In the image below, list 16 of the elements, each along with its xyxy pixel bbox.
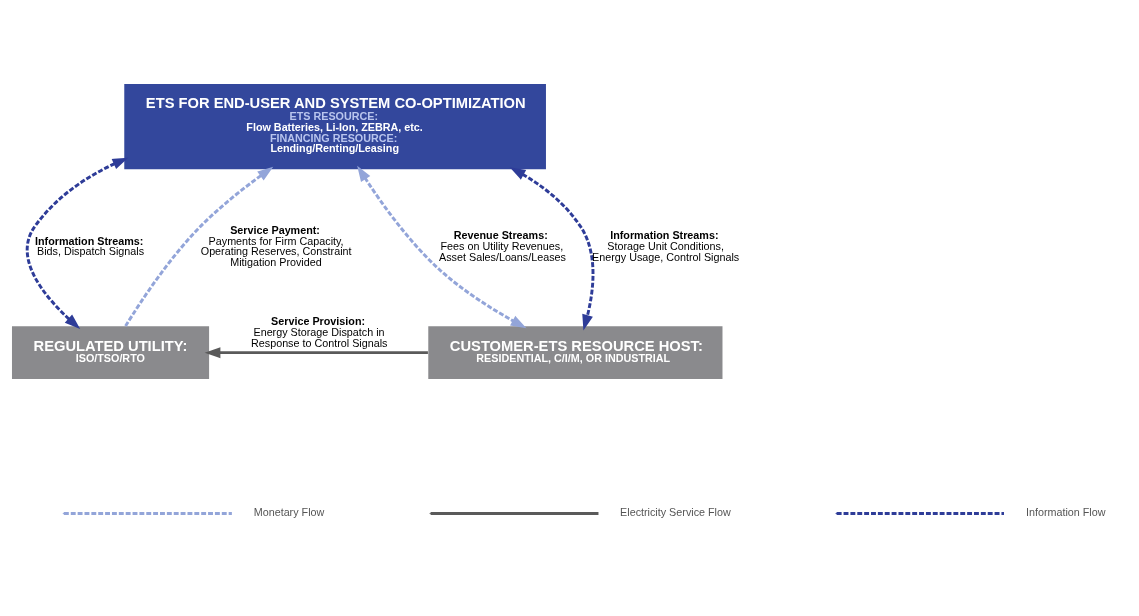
edge-label: Revenue Streams: Fees on Utility Revenues, Asset Sales/Loans/Leases bbox=[439, 228, 566, 263]
node-box: CUSTOMER-ETS RESOURCE HOST: RESIDENTIAL, C/I/M, OR INDUSTRIAL bbox=[428, 325, 723, 379]
legend-label: Monetary Flow bbox=[253, 505, 325, 518]
edge-label: Service Provision: Energy Storage Dispatch in Response to Control Signals bbox=[251, 314, 388, 349]
arrow bbox=[509, 166, 595, 330]
arrow bbox=[124, 166, 274, 327]
legend-label: Information Flow bbox=[1025, 505, 1106, 518]
edge-label: Information Streams: Bids, Dispatch Signals bbox=[35, 234, 145, 257]
node-box: ETS FOR END-USER AND SYSTEM CO-OPTIMIZATION ETS RESOURCE: Flow Batteries, Li-Ion, ZEBRA, etc. FINANCING RESOURCE: Lending/Renting/Leasing bbox=[124, 83, 546, 169]
arrow bbox=[204, 346, 428, 358]
legend-label: Electricity Service Flow bbox=[620, 505, 731, 518]
node-box: REGULATED UTILITY: ISO/TSO/RTO bbox=[12, 325, 210, 379]
edge-label: Service Payment: Payments for Firm Capacity, Operating Reserves, Constraint Mitigation Provided bbox=[200, 223, 352, 268]
arrow bbox=[357, 165, 527, 328]
arrow bbox=[25, 157, 129, 329]
edge-label: Information Streams: Storage Unit Conditions, Energy Usage, Control Signals bbox=[592, 228, 740, 263]
